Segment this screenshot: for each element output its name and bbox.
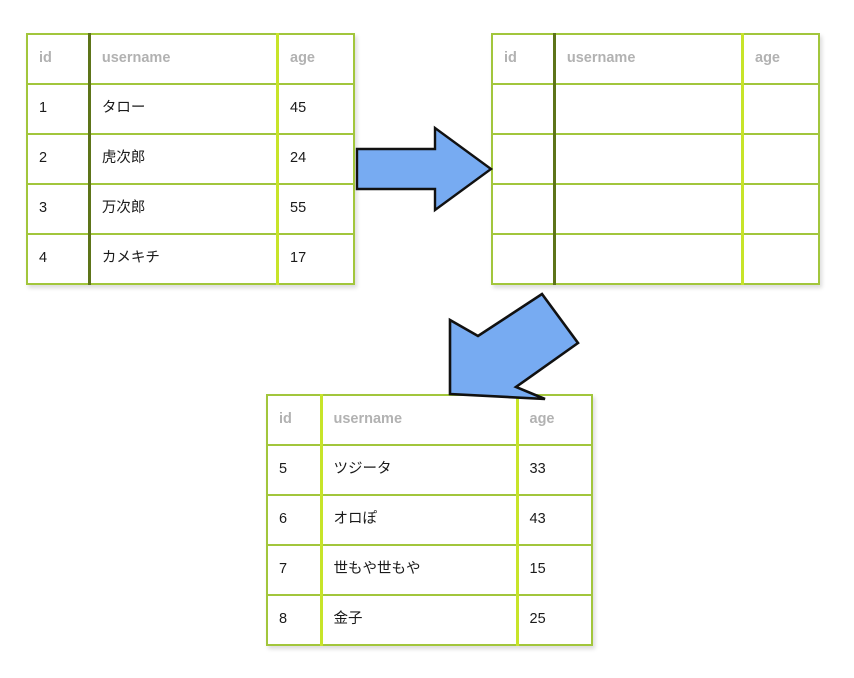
cell-id: 6 [267, 494, 323, 546]
cell-id: 3 [27, 183, 91, 235]
column-header-username: username [321, 395, 519, 446]
table-header-row: id username age [27, 34, 354, 85]
cell-username: タロー [89, 83, 280, 135]
cell-username: オロぽ [321, 494, 519, 546]
cell-id: 7 [267, 544, 323, 596]
column-header-age: age [277, 34, 354, 85]
table-row [492, 133, 819, 185]
cell-age [742, 233, 819, 284]
table-row [492, 83, 819, 135]
cell-id [492, 183, 556, 235]
table-row: 3 万次郎 55 [27, 183, 354, 235]
cell-username: 金子 [321, 594, 519, 645]
cell-username [554, 133, 745, 185]
cell-age [742, 183, 819, 235]
cell-age: 43 [517, 494, 592, 546]
cell-id [492, 83, 556, 135]
table-row: 1 タロー 45 [27, 83, 354, 135]
arrow-right-icon [355, 125, 495, 213]
table-row [492, 233, 819, 284]
cell-username: 万次郎 [89, 183, 280, 235]
column-header-id: id [492, 34, 556, 85]
arrow-right-shape [355, 125, 494, 213]
column-header-id: id [267, 395, 323, 446]
table-row: 6 オロぽ 43 [267, 494, 592, 546]
table-header-row: id username age [492, 34, 819, 85]
cell-age [742, 83, 819, 135]
cell-id: 5 [267, 444, 323, 496]
cell-id: 1 [27, 83, 91, 135]
table-row: 7 世もや世もや 15 [267, 544, 592, 596]
cell-id: 8 [267, 594, 323, 645]
column-header-username: username [89, 34, 280, 85]
cell-username: ツジータ [321, 444, 519, 496]
cell-id: 4 [27, 233, 91, 284]
cell-age: 45 [277, 83, 354, 135]
cell-username [554, 233, 745, 284]
source-users-table: id username age 1 タロー 45 2 虎次郎 24 3 万次郎 … [26, 33, 355, 285]
cell-id [492, 133, 556, 185]
table-row: 2 虎次郎 24 [27, 133, 354, 185]
cell-username [554, 183, 745, 235]
column-header-username: username [554, 34, 745, 85]
cell-age: 25 [517, 594, 592, 645]
cell-id: 2 [27, 133, 91, 185]
cell-id [492, 233, 556, 284]
table-row [492, 183, 819, 235]
cell-age: 33 [517, 444, 592, 496]
destination-empty-table: id username age [491, 33, 820, 285]
arrow-down-left-shape [448, 292, 580, 401]
column-header-age: age [742, 34, 819, 85]
table-row: 5 ツジータ 33 [267, 444, 592, 496]
cell-username: カメキチ [89, 233, 280, 284]
cell-age: 15 [517, 544, 592, 596]
cell-username [554, 83, 745, 135]
cell-age: 17 [277, 233, 354, 284]
column-header-id: id [27, 34, 91, 85]
cell-age [742, 133, 819, 185]
cell-username: 世もや世もや [321, 544, 519, 596]
result-users-table: id username age 5 ツジータ 33 6 オロぽ 43 7 世もや… [266, 394, 593, 646]
cell-username: 虎次郎 [89, 133, 280, 185]
cell-age: 55 [277, 183, 354, 235]
table-row: 4 カメキチ 17 [27, 233, 354, 284]
column-header-age: age [517, 395, 592, 446]
cell-age: 24 [277, 133, 354, 185]
arrow-down-left-icon [442, 286, 588, 401]
table-header-row: id username age [267, 395, 592, 446]
table-row: 8 金子 25 [267, 594, 592, 645]
